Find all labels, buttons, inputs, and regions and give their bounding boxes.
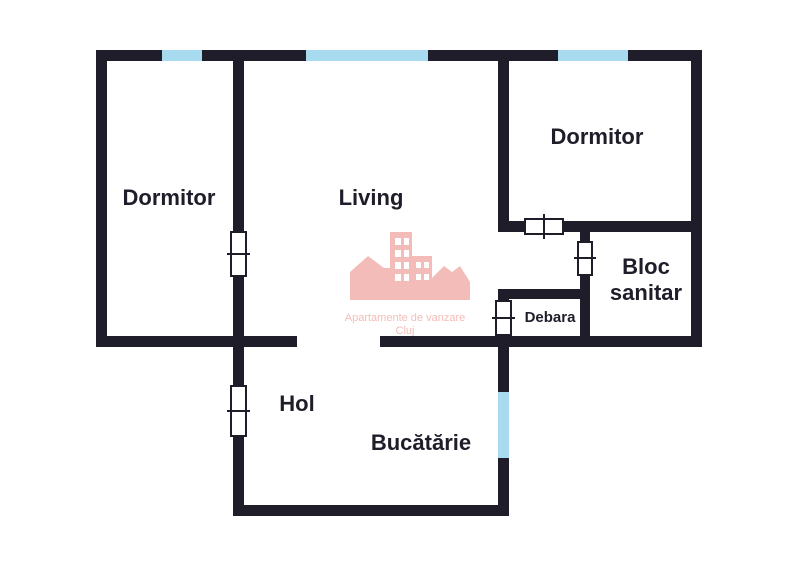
- room-label-dormitor-left: Dormitor: [123, 185, 216, 210]
- window-dormitor-left: [162, 50, 202, 61]
- wall-dormitor-right-bottom: [498, 221, 702, 232]
- room-label-debara: Debara: [525, 309, 577, 326]
- room-label-bloc-sanitar-line2: sanitar: [610, 280, 683, 305]
- wall-bottom-left: [96, 336, 297, 347]
- window-living: [306, 50, 428, 61]
- watermark-line2: Cluj: [396, 325, 415, 337]
- window-dormitor-right: [558, 50, 628, 61]
- room-label-bucatarie: Bucătărie: [371, 430, 471, 455]
- outer-wall-right: [691, 50, 702, 347]
- wall-bath-left: [580, 221, 590, 347]
- wall-bottom-right: [380, 336, 702, 347]
- wall-dormitor-living: [233, 50, 244, 516]
- doors: [227, 214, 596, 437]
- door-dormitor-living: [227, 231, 250, 277]
- door-debara: [492, 300, 515, 336]
- door-bloc-sanitar: [574, 241, 596, 276]
- room-label-living: Living: [339, 185, 404, 210]
- wall-dormitor-right-left: [498, 50, 509, 232]
- wall-kitchen-bottom: [233, 505, 509, 516]
- room-label-bloc-sanitar-line1: Bloc: [622, 254, 670, 279]
- room-label-hol: Hol: [279, 391, 314, 416]
- door-dormitor-right: [524, 214, 564, 239]
- watermark-logo: Apartamente de vanzare Cluj: [345, 232, 470, 337]
- windows: [162, 50, 628, 458]
- room-label-dormitor-right: Dormitor: [551, 124, 644, 149]
- door-hol: [227, 385, 250, 437]
- window-bucatarie: [498, 392, 509, 458]
- outer-wall-left: [96, 50, 107, 347]
- wall-debara-top: [498, 289, 590, 299]
- watermark-windows: [395, 238, 429, 281]
- watermark-skyline-shape: [350, 232, 470, 300]
- watermark-line1: Apartamente de vanzare: [345, 312, 465, 324]
